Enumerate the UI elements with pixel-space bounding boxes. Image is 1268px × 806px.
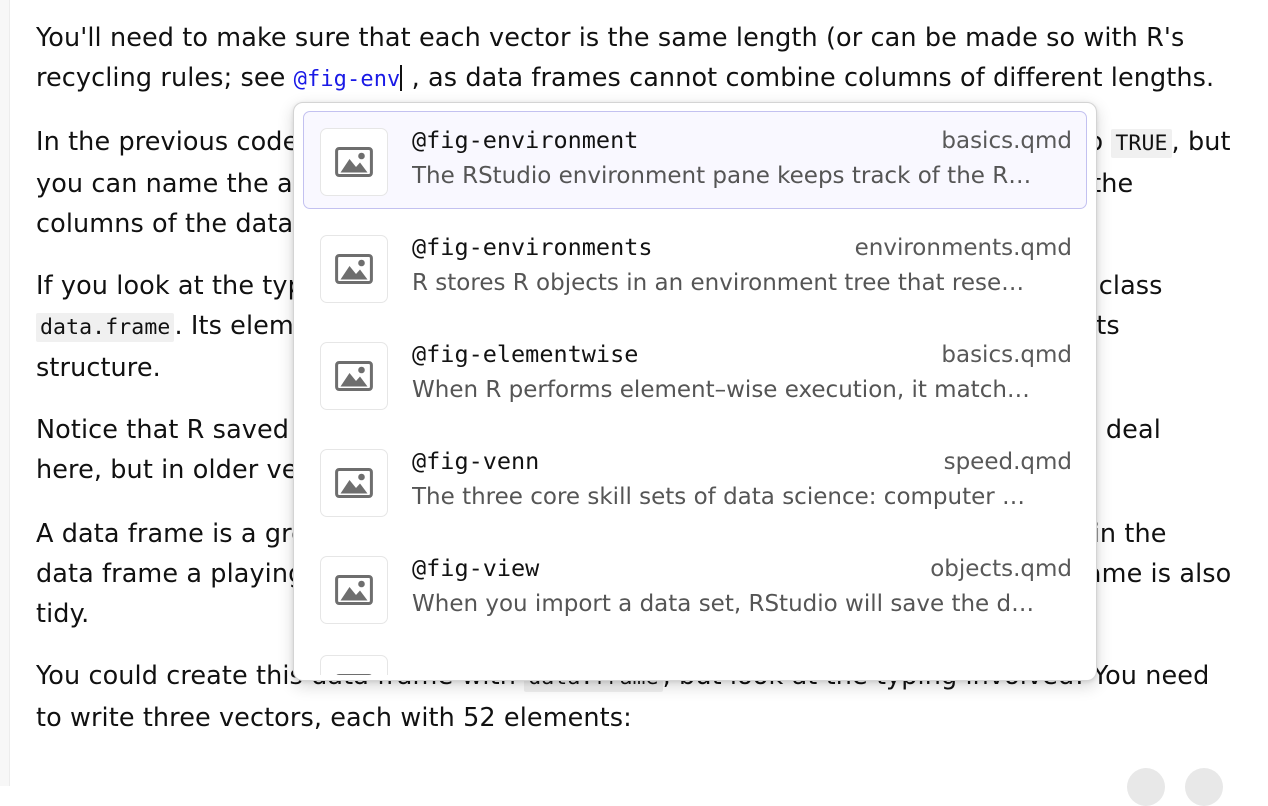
editor-left-gutter	[0, 0, 10, 786]
image-icon	[320, 655, 388, 675]
image-icon	[320, 556, 388, 624]
completion-item-id: @fig-elementwise	[412, 340, 639, 368]
image-icon	[320, 342, 388, 410]
completion-item-filename: speed.qmd	[943, 449, 1072, 475]
completion-item-text: @fig-environments environments.qmd R store…	[412, 231, 1072, 296]
inline-code: TRUE	[1111, 129, 1172, 158]
completion-item-id: @fig-environment	[412, 126, 639, 154]
paragraph-text: , as data frames cannot combine columns …	[403, 63, 1215, 93]
completion-item-filename: environments.qmd	[854, 235, 1072, 261]
completion-item-filename: basics.qmd	[941, 342, 1072, 368]
paragraph: You'll need to make sure that each vecto…	[36, 18, 1232, 100]
inline-code: data.frame	[36, 313, 175, 342]
completion-item-text	[412, 655, 1072, 666]
completion-item-description: The three core skill sets of data scienc…	[412, 484, 1026, 510]
paragraph-text: You'll need to make sure that each vecto…	[36, 23, 1185, 93]
completion-item-header: @fig-environments environments.qmd	[412, 233, 1072, 261]
completion-item-description: R stores R objects in an environment tre…	[412, 270, 1025, 296]
completion-item-description: The RStudio environment pane keeps track…	[412, 163, 1032, 189]
completion-item[interactable]	[303, 646, 1087, 676]
completion-item-id: @fig-environments	[412, 233, 653, 261]
completion-item-header: @fig-environment basics.qmd	[412, 126, 1072, 154]
completion-item-filename: basics.qmd	[941, 128, 1072, 154]
floating-action-button-right[interactable]	[1185, 768, 1223, 806]
image-icon	[320, 449, 388, 517]
completion-item-header: @fig-venn speed.qmd	[412, 447, 1072, 475]
completion-item-header: @fig-view objects.qmd	[412, 554, 1072, 582]
completion-item-id: @fig-view	[412, 554, 540, 582]
completion-item-id: @fig-venn	[412, 447, 540, 475]
cross-reference-link[interactable]: @fig-env	[293, 67, 401, 92]
image-icon	[320, 128, 388, 196]
completion-item-filename: objects.qmd	[930, 556, 1072, 582]
floating-action-button-left[interactable]	[1127, 768, 1165, 806]
completion-item-header: @fig-elementwise basics.qmd	[412, 340, 1072, 368]
image-icon	[320, 235, 388, 303]
text-cursor	[400, 65, 403, 91]
completion-item[interactable]: @fig-environments environments.qmd R store…	[303, 218, 1087, 316]
completion-item-description: When you import a data set, RStudio will…	[412, 591, 1035, 617]
completion-item-description: When R performs element–wise execution, …	[412, 377, 1030, 403]
